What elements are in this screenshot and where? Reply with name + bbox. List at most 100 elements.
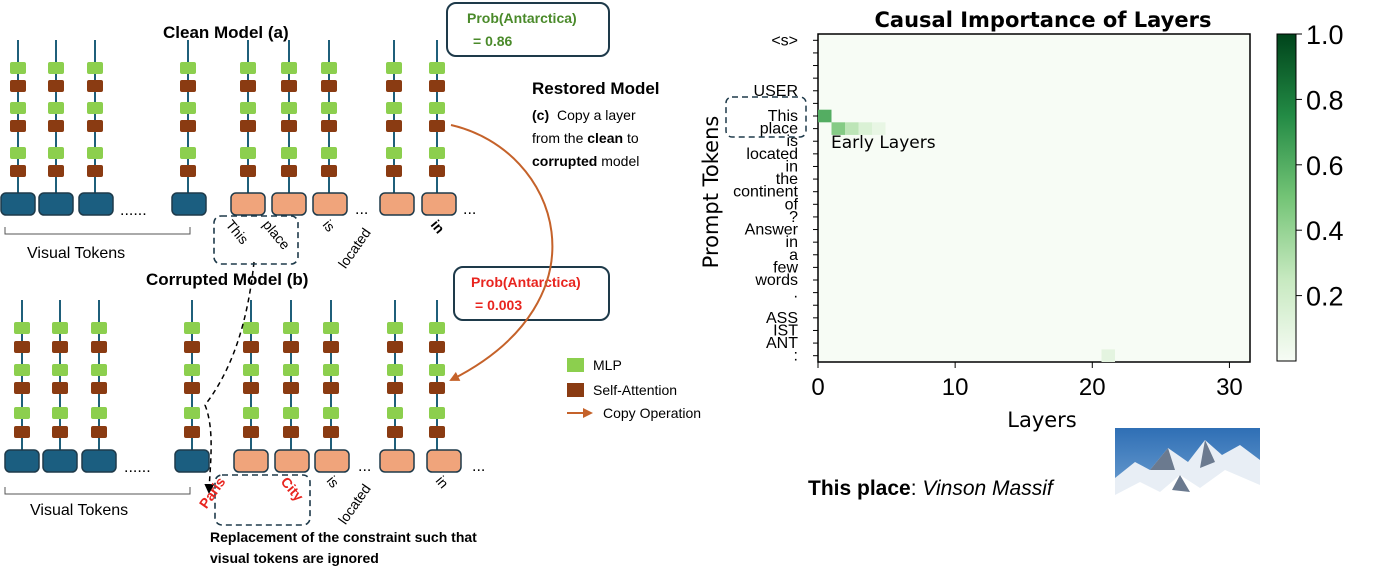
clean-attention-block [321, 165, 337, 177]
visual-tokens-label-corrupted: Visual Tokens [30, 502, 128, 519]
clean-mlp-block [87, 62, 103, 74]
clean-token-box-8 [421, 192, 457, 216]
annotation-early-layers: Early Layers [831, 133, 936, 153]
y-tick-label: IST [773, 322, 798, 339]
image-caption: This place: Vinson Massif [808, 477, 1055, 500]
clean-attention-block [240, 165, 256, 177]
clean-mlp-block [429, 147, 445, 159]
dots-text-corrupted-1: ... [358, 458, 371, 475]
clean-mlp-block [281, 102, 297, 114]
corrupted-attention-block [52, 426, 68, 438]
legend-label-copy: Copy Operation [603, 405, 701, 421]
corrupted-attention-block [243, 426, 259, 438]
legend-label-mlp: MLP [593, 357, 622, 373]
clean-token-box-0 [0, 192, 36, 216]
corrupted-mlp-block [243, 407, 259, 419]
token-label-corrupted-3-text: located [335, 481, 374, 527]
clean-attention-block [429, 120, 445, 132]
y-tick-label: place [760, 121, 798, 138]
heatmap-plot-area [817, 33, 1251, 363]
restored-desc-line3: corrupted model [532, 153, 639, 169]
restored-desc-l3a: corrupted [532, 153, 597, 169]
corrupted-token-box-0 [4, 449, 40, 473]
x-tick-label: 30 [1216, 374, 1243, 401]
clean-token-box-3 [171, 192, 207, 216]
corrupted-attention-block [184, 426, 200, 438]
corrupted-token-box-8 [426, 449, 462, 473]
clean-mlp-block [10, 147, 26, 159]
clean-mlp-block [180, 62, 196, 74]
legend-label-attention: Self-Attention [593, 382, 677, 398]
y-tick-label: in [786, 158, 798, 175]
clean-attention-block [87, 165, 103, 177]
replaced-tokens-box-corrupted [214, 474, 311, 526]
x-tick-label: 10 [942, 374, 969, 401]
clean-attention-block [429, 80, 445, 92]
copy-operation-arrow [449, 124, 554, 381]
y-tick-label: is [786, 133, 798, 150]
clean-attention-block [180, 80, 196, 92]
ellipsis-visual-corrupted: ...... [124, 459, 151, 476]
y-tick-label: <s> [771, 32, 798, 49]
clean-token-box-2 [78, 192, 114, 216]
restored-desc-tag: (c) [532, 107, 549, 123]
token-label-clean-0: This [223, 217, 252, 248]
corrupted-token-box-3 [174, 449, 210, 473]
clean-attention-block [429, 165, 445, 177]
corrupted-token-box-2 [81, 449, 117, 473]
clean-attention-block [240, 80, 256, 92]
restored-desc-line1: (c) Copy a layer [532, 107, 636, 123]
corrupted-mlp-block [91, 407, 107, 419]
clean-mlp-block [321, 62, 337, 74]
corrupted-token-box-5 [274, 449, 310, 473]
corrupted-attention-block [283, 341, 299, 353]
dots-text-clean-2: ... [463, 201, 476, 218]
token-label-clean-3: located [335, 225, 374, 271]
prob-value-corrupted: = 0.003 [475, 297, 522, 313]
heatmap-cell [845, 122, 859, 135]
clean-token-box-6 [312, 192, 348, 216]
y-axis-label: Prompt Tokens [699, 116, 723, 269]
corrupted-attention-block [323, 341, 339, 353]
prob-box-corrupted-frame [453, 266, 610, 321]
corrupted-mlp-block [14, 322, 30, 334]
clean-mlp-block [240, 62, 256, 74]
y-tick-label: few [773, 259, 798, 276]
token-label-clean-1: place [260, 217, 294, 253]
corrupted-attention-block [387, 341, 403, 353]
clean-token-box-1 [38, 192, 74, 216]
colorbar [1276, 33, 1297, 362]
replaced-tokens-box-clean [213, 215, 299, 265]
corrupted-mlp-block [14, 407, 30, 419]
x-axis-label: Layers [1007, 408, 1077, 432]
y-tick-label: . [794, 285, 798, 302]
corrupted-attention-block [52, 382, 68, 394]
corrupted-attention-block [323, 426, 339, 438]
clean-mlp-block [281, 62, 297, 74]
corrupted-mlp-block [429, 407, 445, 419]
heatmap-cell [1101, 349, 1115, 362]
restored-desc-line2: from the clean to [532, 130, 639, 146]
prob-label-corrupted: Prob(Antarctica) [471, 274, 581, 290]
clean-mlp-block [10, 62, 26, 74]
colorbar-tick-label: 0.6 [1306, 151, 1344, 181]
corrupted-attention-block [243, 382, 259, 394]
y-tick-label: located [746, 146, 798, 163]
token-label-corrupted-0: Paris [196, 474, 229, 511]
corrupted-mlp-block [323, 364, 339, 376]
dots-text-corrupted-2: ... [472, 458, 485, 475]
restored-model-title: Restored Model [532, 79, 660, 98]
restored-desc-l2a: from the [532, 130, 587, 146]
colorbar-tick-label: 0.2 [1306, 282, 1344, 312]
clean-attention-block [386, 80, 402, 92]
corrupted-model-layers [4, 300, 462, 473]
corrupted-attention-block [91, 341, 107, 353]
corrupted-mlp-block [91, 322, 107, 334]
corrupted-mlp-block [91, 364, 107, 376]
corrupted-mlp-block [52, 322, 68, 334]
corrupted-token-box-6 [314, 449, 350, 473]
ellipsis-visual-clean: ...... [120, 202, 147, 219]
replacement-connector [204, 261, 255, 494]
visual-tokens-brace-corrupted [4, 487, 191, 495]
clean-attention-block [180, 120, 196, 132]
